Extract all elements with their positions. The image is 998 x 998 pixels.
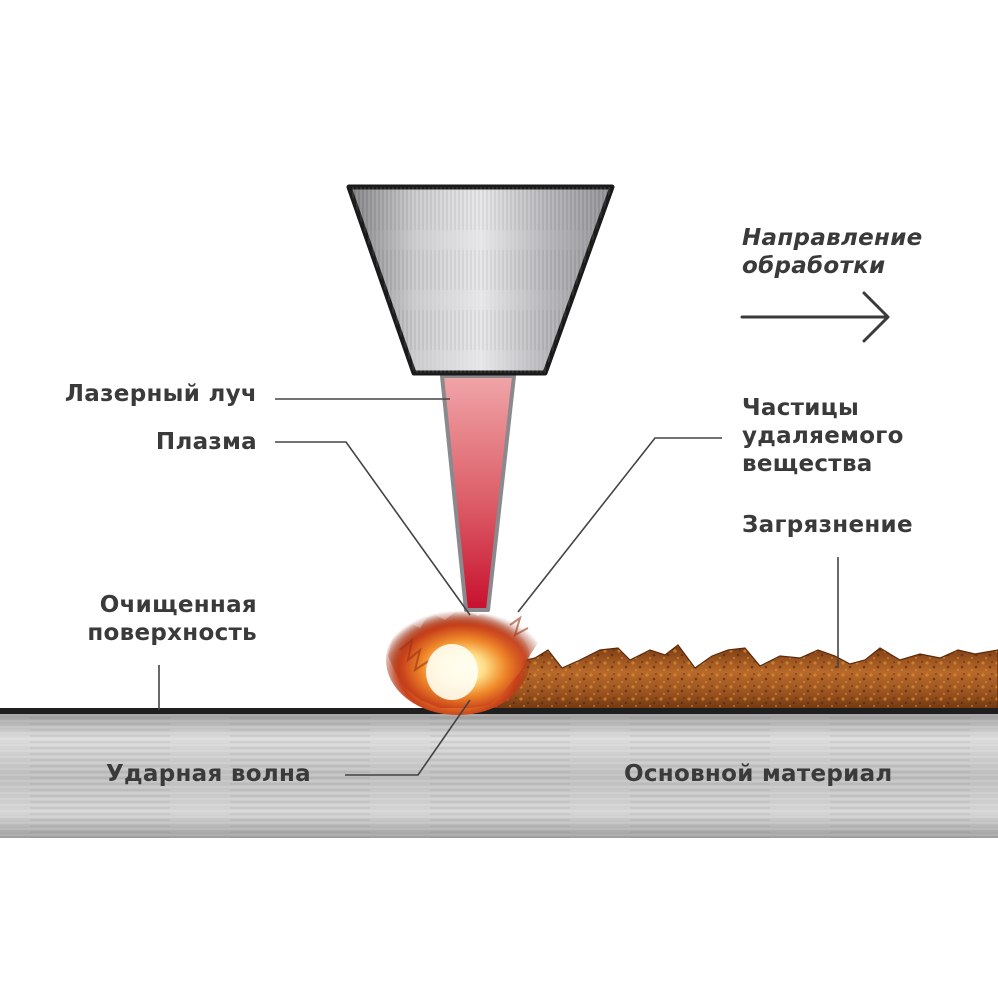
label-particles-line2: удаляемого xyxy=(742,423,904,449)
label-shock-wave: Ударная волна xyxy=(106,761,311,787)
label-cleaned-surface-line2: поверхность xyxy=(87,620,257,646)
label-contamination: Загрязнение xyxy=(742,512,913,538)
leader-lines xyxy=(158,398,839,776)
laser-nozzle-icon xyxy=(346,184,615,376)
label-particles-line3: вещества xyxy=(742,451,873,477)
arrow-right-icon xyxy=(740,291,890,343)
base-material-plate xyxy=(0,713,998,838)
leader-plasma xyxy=(275,441,471,616)
leader-shock-wave xyxy=(345,699,471,776)
label-laser-beam: Лазерный луч xyxy=(64,381,257,407)
label-base-material: Основной материал xyxy=(624,761,893,787)
plasma-burst-icon xyxy=(386,605,540,715)
label-particles-line1: Частицы xyxy=(742,395,860,421)
label-plasma: Плазма xyxy=(155,429,257,455)
label-direction-line2: обработки xyxy=(742,253,886,279)
laser-beam xyxy=(440,374,516,612)
surface-line xyxy=(0,708,998,714)
label-direction-line1: Направление xyxy=(742,225,923,251)
contamination-layer xyxy=(476,644,998,713)
leader-particles xyxy=(517,437,722,613)
label-cleaned-surface-line1: Очищенная xyxy=(99,592,257,618)
